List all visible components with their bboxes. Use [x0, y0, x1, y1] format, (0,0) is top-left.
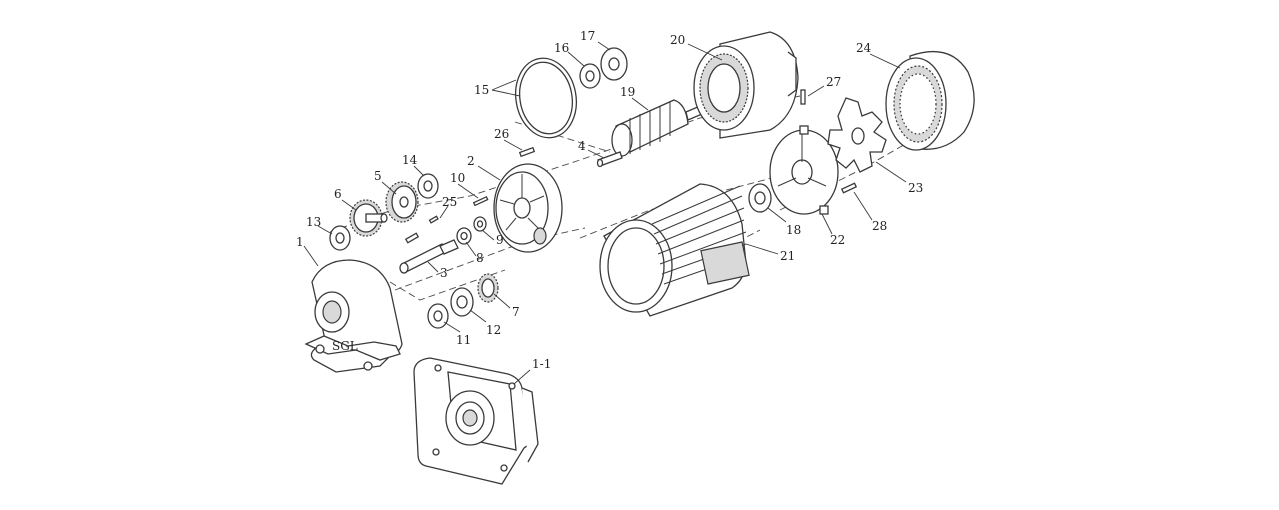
- bearing-11: [427, 303, 449, 329]
- gear-5: [385, 181, 419, 223]
- screw-27: [800, 89, 806, 105]
- gear-housing-foot-mount: SGL: [304, 259, 403, 373]
- rotor-19: [611, 99, 703, 157]
- label-10: 10: [450, 171, 465, 185]
- label-9: 9: [496, 233, 504, 247]
- label-5: 5: [374, 169, 382, 183]
- label-4: 4: [578, 139, 586, 153]
- label-24: 24: [856, 41, 872, 55]
- label-14: 14: [402, 153, 418, 167]
- label-25: 25: [442, 195, 457, 209]
- bearing-12: [450, 287, 474, 317]
- pinion-gear-7: [477, 273, 499, 303]
- label-20: 20: [670, 33, 685, 47]
- stator-20: [693, 31, 799, 139]
- front-end-shield-2: [493, 163, 563, 253]
- bearing-14: [417, 173, 439, 199]
- output-shaft-3: [399, 239, 459, 274]
- label-22: 22: [830, 233, 845, 247]
- label-19: 19: [620, 85, 635, 99]
- motor-frame-21: [599, 183, 750, 317]
- pin-10: [472, 195, 489, 207]
- nameplate-text: SGL: [332, 339, 358, 353]
- o-ring-15: [515, 57, 577, 139]
- label-28: 28: [872, 219, 887, 233]
- label-18: 18: [786, 223, 801, 237]
- bearing-8: [456, 227, 472, 245]
- bearing-18: [748, 183, 772, 213]
- bearing-9: [473, 216, 487, 232]
- fan-cover-24: [885, 50, 975, 151]
- label-27: 27: [826, 75, 841, 89]
- label-8: 8: [476, 251, 484, 265]
- label-2: 2: [467, 154, 475, 168]
- label-15: 15: [474, 83, 489, 97]
- cooling-fan-23: [827, 97, 887, 173]
- leader-lines: [303, 41, 907, 385]
- rear-end-shield-22: [769, 125, 839, 215]
- shaft-pinion-4: [596, 151, 623, 168]
- bearing-16: [579, 63, 601, 89]
- label-12: 12: [486, 323, 501, 337]
- label-6: 6: [334, 187, 342, 201]
- key-25: [404, 215, 439, 244]
- label-17: 17: [580, 29, 595, 43]
- flange-housing: [413, 357, 539, 485]
- label-16: 16: [554, 41, 569, 55]
- part-labels: 1 1-1 2 3 4 5 6 7 8 9 10 11 12 13 14 15 …: [296, 29, 923, 371]
- gear-6: [349, 199, 388, 237]
- label-26: 26: [494, 127, 509, 141]
- screw-28: [840, 182, 858, 194]
- label-1-1: 1-1: [532, 357, 551, 371]
- label-23: 23: [908, 181, 923, 195]
- label-11: 11: [456, 333, 471, 347]
- label-21: 21: [780, 249, 795, 263]
- label-7: 7: [512, 305, 520, 319]
- bearing-13: [329, 225, 351, 251]
- screw-26: [518, 146, 536, 158]
- label-3: 3: [440, 266, 448, 280]
- bearing-17: [600, 47, 628, 81]
- label-13: 13: [306, 215, 321, 229]
- label-1: 1: [296, 235, 304, 249]
